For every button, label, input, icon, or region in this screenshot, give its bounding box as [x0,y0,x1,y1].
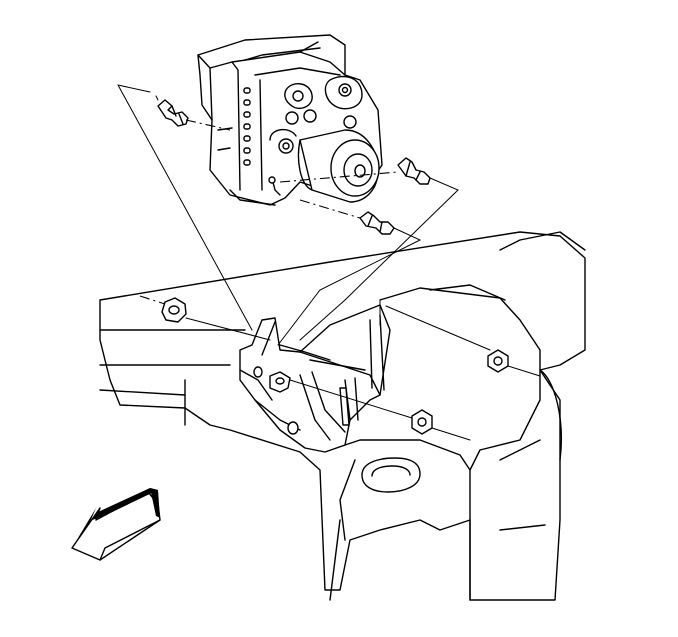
abs-modulator-assembly [197,34,383,206]
insulator-right [397,157,431,185]
insulator-lower [359,211,395,235]
bracket [239,304,391,453]
alignment-lines [117,84,541,441]
insulator-upper-left [155,95,189,127]
nut-lower [411,409,433,435]
direction-arrow [71,488,161,561]
nut-left [161,297,187,323]
frame-slot [361,457,421,493]
nut-right [487,349,509,373]
nut-center [269,371,291,393]
